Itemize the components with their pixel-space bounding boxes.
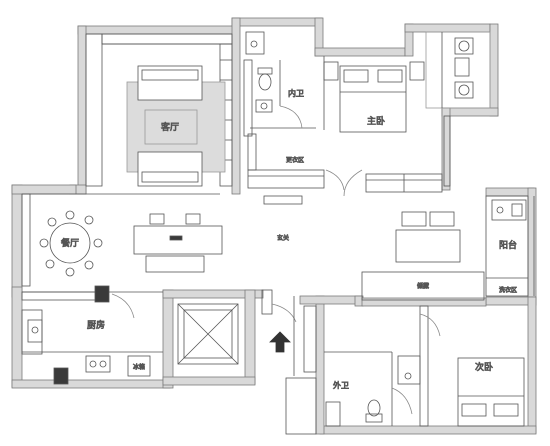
second-bedroom-label: 次卧 [475, 361, 493, 373]
stove-icon [85, 355, 111, 373]
second-bedroom: 次卧 [419, 305, 525, 427]
master-bath-label: 内卫 [288, 88, 304, 98]
dining-table [39, 210, 103, 277]
kitchen: 冰箱 厨房 [21, 285, 163, 385]
stairwell [177, 303, 239, 365]
closet-area: 更衣区 [247, 133, 345, 205]
living-room-label: 客厅 [161, 121, 179, 133]
master-bath: 内卫 [243, 31, 316, 137]
entrance-arrow-icon [269, 331, 291, 353]
balcony-label: 阳台 [499, 239, 517, 251]
master-bedroom-label: 主卧 [367, 115, 385, 127]
sofa-bottom [137, 151, 203, 187]
walls [11, 17, 537, 435]
entrance [261, 289, 317, 435]
dining-label: 餐厅 [61, 237, 79, 249]
bed-icon [457, 357, 525, 427]
guest-bath-label: 外卫 [333, 380, 349, 390]
living-cabinet [101, 33, 233, 45]
foyer-label: 玄关 [277, 234, 289, 242]
living-window [85, 33, 103, 187]
sink-icon [27, 319, 43, 343]
closet-label: 更衣区 [286, 156, 304, 164]
kitchen-label: 厨房 [87, 319, 105, 331]
sofa-icon [137, 65, 203, 101]
column [94, 285, 110, 303]
sink-icon [255, 99, 273, 113]
foyer: 玄关 [277, 234, 290, 243]
laundry-label: 洗衣区 [499, 286, 517, 294]
cabinet-label: 储藏 [417, 282, 429, 290]
toilet-icon [257, 67, 273, 91]
dining-room: 餐厅 [21, 193, 223, 287]
right-area: 储藏 阳台 洗衣区 [361, 195, 535, 301]
shower-unit [245, 31, 265, 55]
master-bedroom: 主卧 [323, 31, 491, 193]
living-room: 客厅 [85, 33, 233, 187]
fridge-label: 冰箱 [133, 363, 145, 371]
bed-icon [339, 65, 407, 133]
toilet-icon [365, 399, 383, 423]
